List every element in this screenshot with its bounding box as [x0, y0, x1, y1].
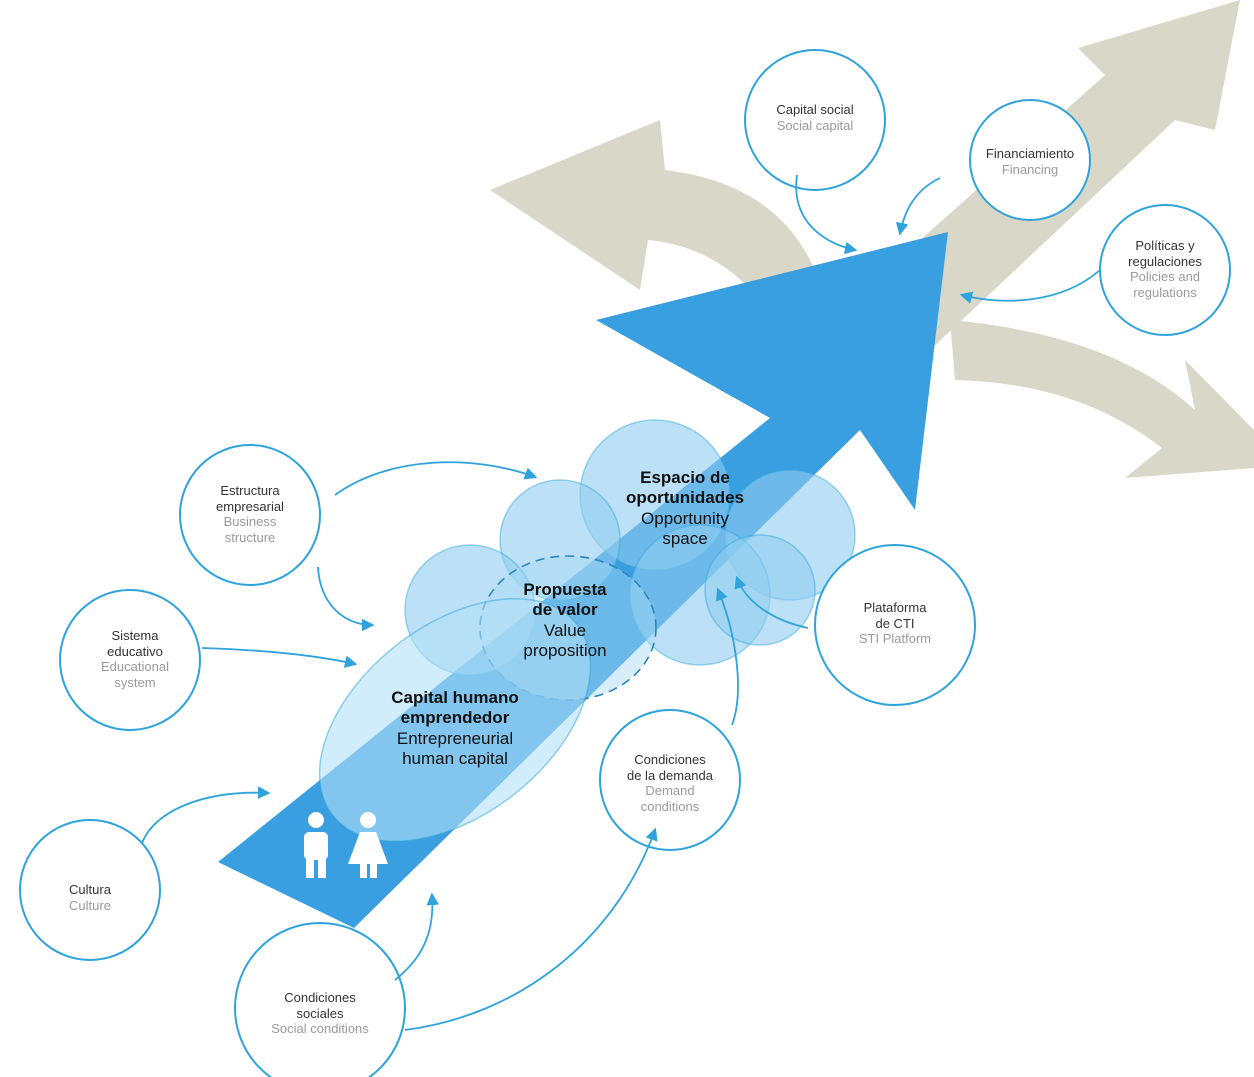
connector-capital-social: [795, 174, 858, 255]
label-financiamiento: Financiamiento Financing: [970, 146, 1090, 177]
woman-icon: [348, 812, 388, 878]
connector-plataforma: [734, 575, 809, 629]
human-es-1: Capital humano: [391, 688, 519, 707]
financiamiento-en: Financing: [1001, 161, 1059, 177]
connector-sistema: [201, 647, 358, 668]
human-en-1: Entrepreneurial: [396, 728, 514, 748]
connector-sociales-right: [404, 827, 658, 1031]
demanda-es-1: Condiciones: [634, 752, 706, 767]
connector-politicas: [959, 269, 1101, 304]
label-human-capital: Capital humano emprendedor Entrepreneuri…: [355, 688, 555, 770]
circle-financiamiento: [969, 99, 1091, 221]
value-en-2: proposition: [523, 641, 607, 661]
circle-capital-social: [744, 49, 886, 191]
sistema-es-1: Sistema: [111, 628, 159, 643]
demanda-en-2: conditions: [640, 798, 700, 814]
gray-arrow-right: [950, 320, 1254, 478]
label-value-proposition: Propuesta de valor Value proposition: [480, 580, 650, 662]
gray-arrow-left: [490, 120, 815, 300]
label-sistema: Sistema educativo Educational system: [80, 628, 190, 690]
connector-demanda: [716, 587, 739, 726]
connector-estructura-top: [334, 461, 538, 496]
label-capital-social: Capital social Social capital: [755, 102, 875, 133]
human-en-2: human capital: [402, 749, 508, 769]
label-politicas: Políticas y regulaciones Policies and re…: [1105, 238, 1225, 300]
circle-demanda: [599, 709, 741, 851]
opportunity-es-1: Espacio de: [640, 468, 730, 487]
connector-estructura-down: [317, 566, 375, 632]
label-cultura: Cultura Culture: [40, 882, 140, 913]
cultura-en: Culture: [69, 897, 111, 913]
factor-circles: [19, 49, 1231, 1077]
sistema-en-1: Educational: [101, 659, 169, 675]
circle-cultura: [19, 819, 161, 961]
estructura-es-1: Estructura: [220, 483, 280, 498]
financiamiento-es: Financiamiento: [985, 146, 1075, 161]
demanda-en-1: Demand: [645, 783, 695, 799]
capital-social-es: Capital social: [776, 102, 854, 117]
estructura-en-2: structure: [224, 529, 276, 545]
estructura-es-2: empresarial: [216, 498, 284, 514]
circle-estructura: [179, 444, 321, 586]
human-es-2: emprendedor: [400, 708, 510, 728]
label-demanda: Condiciones de la demanda Demand conditi…: [605, 752, 735, 814]
sistema-es-2: educativo: [107, 643, 163, 659]
cultura-es: Cultura: [69, 882, 111, 897]
circle-sistema: [59, 589, 201, 731]
politicas-en-1: Policies and: [1129, 269, 1201, 285]
plataforma-en: STI Platform: [858, 631, 932, 647]
estructura-en-1: Business: [223, 514, 277, 530]
opportunity-en-1: Opportunity: [641, 508, 729, 528]
label-estructura: Estructura empresarial Business structur…: [195, 483, 305, 545]
politicas-en-2: regulations: [1133, 284, 1197, 300]
circle-plataforma: [814, 544, 976, 706]
plataforma-es-2: de CTI: [875, 615, 915, 631]
opportunity-es-2: oportunidades: [625, 488, 745, 508]
sociales-en: Social conditions: [271, 1021, 369, 1037]
label-plataforma: Plataforma de CTI STI Platform: [835, 600, 955, 647]
connectors: [141, 174, 1101, 1031]
connector-cultura: [141, 786, 271, 844]
value-en-1: Value: [543, 620, 587, 640]
plataforma-es-1: Plataforma: [863, 600, 927, 615]
demanda-es-2: de la demanda: [626, 767, 713, 783]
circle-sociales: [234, 922, 406, 1077]
human-capital-ellipse: [318, 597, 592, 843]
label-sociales: Condiciones sociales Social conditions: [245, 990, 395, 1037]
value-es-1: Propuesta: [523, 580, 607, 599]
value-es-2: de valor: [532, 600, 598, 620]
sistema-en-2: system: [114, 674, 156, 690]
opportunity-cloud: [404, 419, 856, 676]
label-opportunity-space: Espacio de oportunidades Opportunity spa…: [590, 468, 780, 550]
politicas-es-2: regulaciones: [1128, 253, 1202, 269]
sociales-es-1: Condiciones: [284, 990, 356, 1005]
sociales-es-2: sociales: [296, 1005, 344, 1021]
man-icon: [304, 812, 328, 878]
opportunity-en-2: space: [662, 529, 708, 549]
capital-social-en: Social capital: [776, 117, 854, 133]
connector-sociales-left: [394, 892, 440, 981]
connector-financiamiento: [895, 177, 941, 236]
politicas-es-1: Políticas y: [1135, 238, 1195, 253]
